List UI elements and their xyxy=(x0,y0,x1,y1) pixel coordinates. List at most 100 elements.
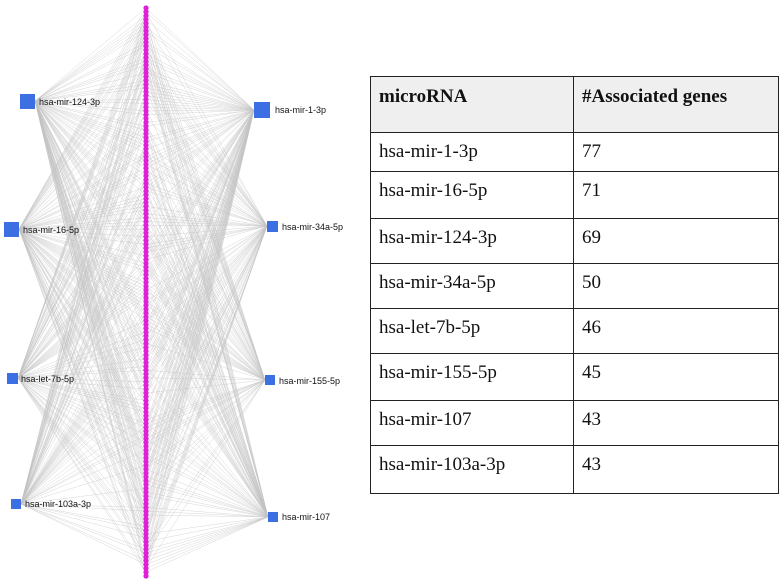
gene-node xyxy=(143,455,149,461)
network-edge xyxy=(34,100,147,115)
network-edge xyxy=(145,45,255,111)
mirna-node-hsa-mir-103a-3p xyxy=(11,499,21,509)
network-edge xyxy=(18,15,147,230)
network-edge xyxy=(34,7,147,102)
gene-node xyxy=(143,173,149,179)
network-edge xyxy=(145,99,255,111)
gene-node xyxy=(143,306,149,312)
network-edge xyxy=(18,228,147,306)
gene-node xyxy=(143,417,149,423)
cell-gene-count: 77 xyxy=(573,132,779,172)
network-edge xyxy=(145,379,266,569)
network-edge xyxy=(20,503,147,531)
gene-node xyxy=(143,546,149,552)
gene-node xyxy=(143,123,149,129)
gene-node xyxy=(143,112,149,118)
network-edge xyxy=(145,23,268,227)
mirna-gene-network: hsa-mir-124-3p hsa-mir-16-5p hsa-let-7b-… xyxy=(4,5,343,579)
network-edge xyxy=(145,109,255,256)
network-edge xyxy=(18,34,147,230)
network-edge xyxy=(145,379,266,546)
gene-node xyxy=(143,295,149,301)
network-edge xyxy=(20,179,147,505)
gene-node xyxy=(143,439,149,446)
network-edge xyxy=(17,65,147,379)
gene-node xyxy=(143,51,149,57)
gene-node xyxy=(143,43,149,49)
network-edge xyxy=(20,240,147,505)
gene-node xyxy=(143,207,149,213)
network-edge xyxy=(18,122,147,230)
network-edge xyxy=(34,100,147,161)
network-edge xyxy=(145,156,268,227)
gene-node xyxy=(143,96,149,103)
network-edge xyxy=(20,434,147,505)
network-edge xyxy=(145,109,255,138)
network-edge xyxy=(145,133,269,518)
network-edge xyxy=(145,122,269,518)
network-edge xyxy=(20,503,147,512)
network-edge xyxy=(145,225,268,447)
network-edge xyxy=(145,126,266,381)
network-edge xyxy=(145,495,269,518)
network-edge xyxy=(18,221,147,230)
network-edge xyxy=(145,457,269,518)
network-edge xyxy=(145,109,255,115)
network-edge xyxy=(34,19,147,102)
network-edge xyxy=(145,109,255,348)
gene-node xyxy=(143,359,149,366)
network-edge xyxy=(18,19,147,230)
gene-node xyxy=(143,81,149,87)
network-edge xyxy=(145,379,266,424)
network-edge xyxy=(34,100,147,329)
network-edge xyxy=(145,516,269,554)
network-edge xyxy=(145,255,269,518)
gene-node xyxy=(143,405,149,411)
network-edge xyxy=(17,366,147,379)
network-edge xyxy=(18,198,147,230)
gene-node xyxy=(143,500,149,507)
network-edge xyxy=(145,221,269,518)
network-edge xyxy=(17,377,147,542)
network-edge xyxy=(145,49,268,227)
network-edge xyxy=(34,100,147,279)
mirna-label-hsa-mir-1-3p: hsa-mir-1-3p xyxy=(275,105,326,115)
network-edge xyxy=(145,379,266,554)
network-edge xyxy=(17,377,147,443)
gene-node xyxy=(143,260,149,267)
network-edge xyxy=(145,23,269,518)
network-edge xyxy=(145,109,255,188)
network-edge xyxy=(145,510,269,518)
network-edge xyxy=(145,324,269,518)
network-edge xyxy=(145,42,268,227)
gene-node xyxy=(143,268,149,274)
network-edge xyxy=(145,11,255,111)
gene-node xyxy=(143,70,149,76)
gene-node xyxy=(143,138,149,145)
network-edge xyxy=(20,339,147,505)
cell-microrna: hsa-mir-1-3p xyxy=(370,132,574,172)
network-edge xyxy=(20,503,147,539)
gene-node xyxy=(143,531,149,537)
gene-node xyxy=(143,154,149,160)
network-edge xyxy=(34,100,147,268)
network-edge xyxy=(17,377,147,436)
network-edge xyxy=(145,164,268,227)
network-edge xyxy=(145,309,269,518)
network-edge xyxy=(17,377,147,405)
gene-node xyxy=(143,356,149,362)
gene-node xyxy=(143,523,149,530)
network-edge xyxy=(145,53,255,111)
network-edge xyxy=(34,100,147,333)
gene-node xyxy=(143,310,149,316)
network-edge xyxy=(20,175,147,505)
table-header-row: microRNA #Associated genes xyxy=(370,76,779,133)
network-edge xyxy=(18,228,147,237)
network-edge xyxy=(20,187,147,505)
network-edge xyxy=(18,228,147,287)
network-edge xyxy=(145,109,255,150)
network-edge xyxy=(145,514,269,518)
network-edge xyxy=(145,61,266,381)
network-edge xyxy=(18,228,147,405)
network-edge xyxy=(145,91,255,111)
